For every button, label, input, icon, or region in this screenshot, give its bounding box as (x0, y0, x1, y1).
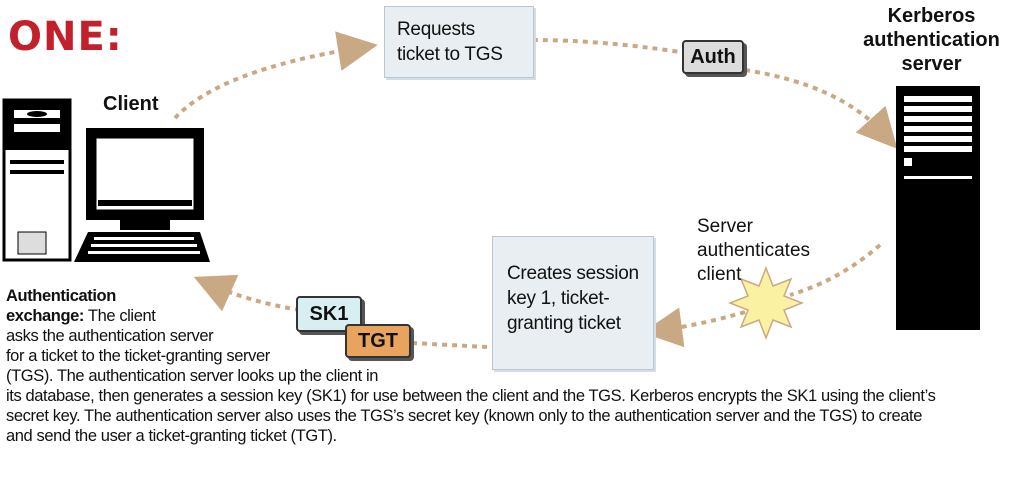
caption-title: Authentication (6, 287, 116, 305)
server-auth-line: authenticates (697, 240, 811, 261)
arrow-session-to-tgt (411, 341, 488, 349)
section-heading: ONE: (8, 14, 123, 60)
server-auth-line: Server (697, 216, 753, 237)
request-box-line: ticket to TGS (397, 44, 503, 65)
arrow-star-to-session (642, 307, 746, 348)
caption: Authentication exchange: The client asks… (6, 286, 1006, 446)
client-computer-icon (2, 98, 210, 262)
arrow-request-to-auth (532, 38, 681, 54)
server-auth-line: client (697, 264, 742, 285)
star-burst-icon (727, 265, 805, 341)
session-box-line: Creates session (507, 263, 639, 284)
server-authenticates-text: Server authenticates client (697, 215, 810, 287)
arrow-auth-to-server (744, 68, 898, 149)
session-box-line: granting ticket (507, 313, 621, 334)
server-label-line: server (901, 53, 962, 75)
tgt-tag: TGT (345, 324, 411, 358)
caption-line: The client (84, 307, 156, 325)
session-box-line: key 1, ticket- (507, 288, 610, 309)
client-label: Client (103, 93, 159, 115)
caption-line: asks the authentication server (6, 327, 214, 345)
caption-line: and send the user a ticket-granting tick… (6, 427, 337, 445)
session-key-box: Creates session key 1, ticket- granting … (492, 236, 654, 370)
caption-line: (TGS). The authentication server looks u… (6, 367, 379, 385)
server-icon (896, 86, 980, 330)
caption-lead: exchange: (6, 307, 85, 325)
arrow-sk1-to-client (193, 274, 301, 312)
arrow-server-to-star (789, 243, 882, 297)
request-ticket-box: Requests ticket to TGS (384, 6, 534, 78)
server-label-line: authentication (863, 29, 1000, 51)
server-label: Kerberos authentication server (850, 4, 1013, 76)
caption-line: secret key. The authentication server al… (6, 407, 923, 425)
caption-line: its database, then generates a session k… (6, 387, 936, 405)
caption-line: for a ticket to the ticket-granting serv… (6, 347, 270, 365)
arrow-client-to-request (173, 31, 378, 120)
request-box-line: Requests (397, 19, 475, 40)
auth-tag: Auth (682, 40, 744, 74)
server-label-line: Kerberos (887, 5, 976, 27)
